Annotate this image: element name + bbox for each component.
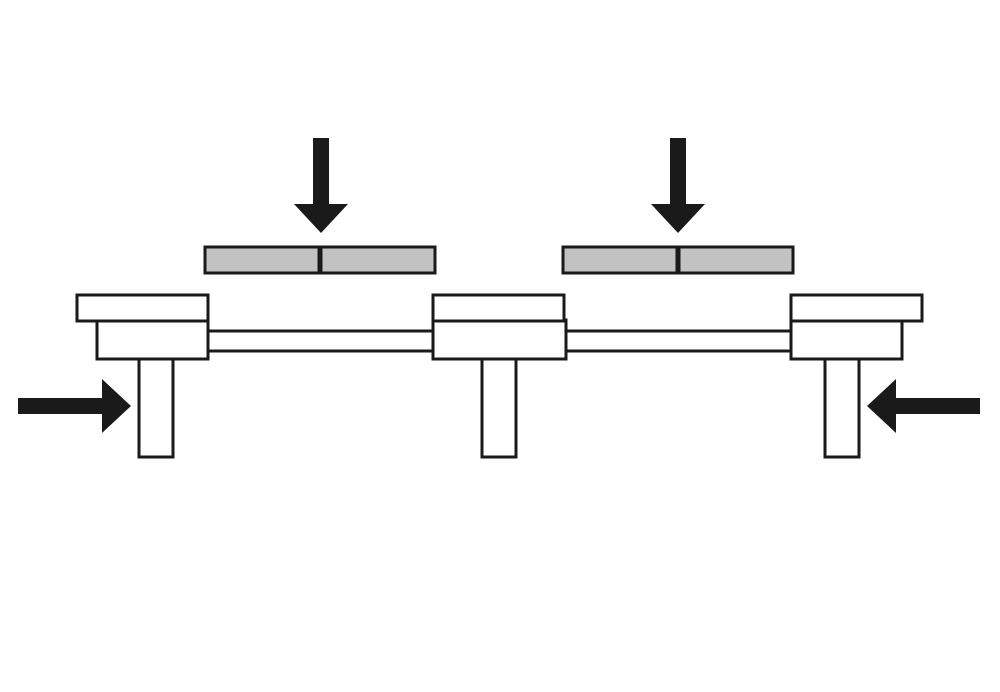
rail-right-span: [564, 329, 794, 353]
support-right-leg: [823, 357, 861, 459]
panel-right: [561, 245, 795, 275]
arrows: [18, 138, 980, 433]
support-center-leg: [480, 357, 518, 459]
panel-left-segment: [203, 245, 321, 275]
support-left-cap: [75, 293, 210, 323]
panel-left: [203, 245, 437, 275]
support-center: [431, 293, 568, 459]
panel-right-segment: [561, 245, 679, 275]
arrow-right-icon: [18, 379, 131, 433]
arrow-down-icon: [651, 138, 705, 233]
panel-right-segment: [677, 245, 795, 275]
support-left: [75, 293, 210, 459]
support-left-body: [95, 318, 210, 361]
arrow-left-icon: [867, 379, 980, 433]
panel-left-segment: [319, 245, 437, 275]
support-left-leg: [137, 357, 175, 459]
support-right-cap: [789, 293, 924, 323]
support-right: [789, 293, 924, 459]
support-right-body: [789, 318, 904, 361]
support-center-cap: [431, 293, 566, 323]
arrow-down-icon: [294, 138, 348, 233]
rail-left-span: [206, 329, 436, 353]
support-center-body: [431, 318, 568, 361]
